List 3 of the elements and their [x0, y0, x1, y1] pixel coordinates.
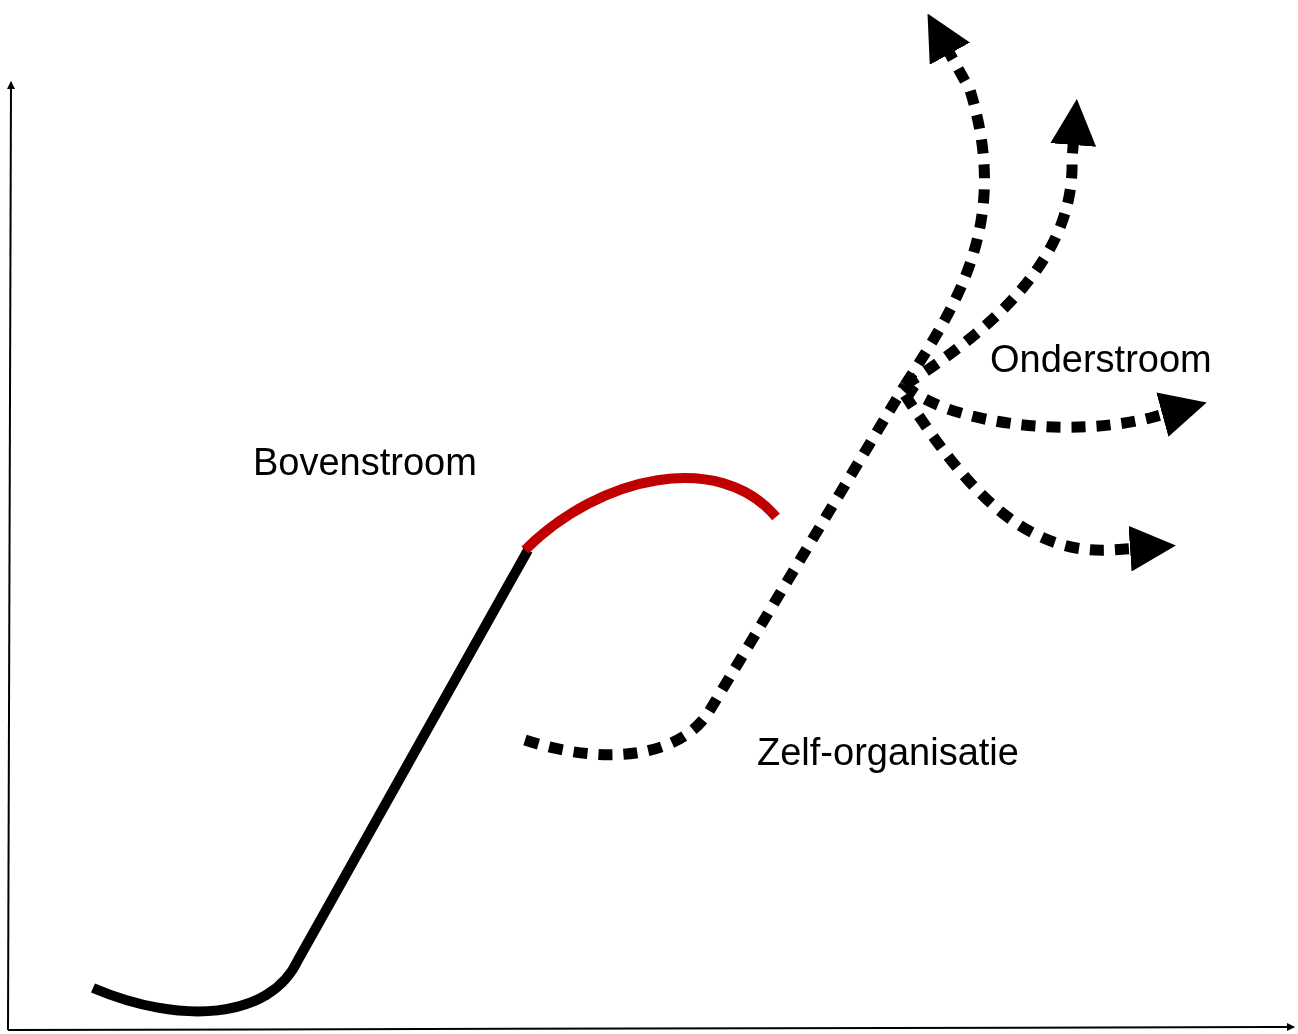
label-text: Zelf-organisatie — [757, 730, 1019, 774]
label-text: Bovenstroom — [253, 440, 477, 484]
label-text: Onderstroom — [990, 337, 1212, 381]
